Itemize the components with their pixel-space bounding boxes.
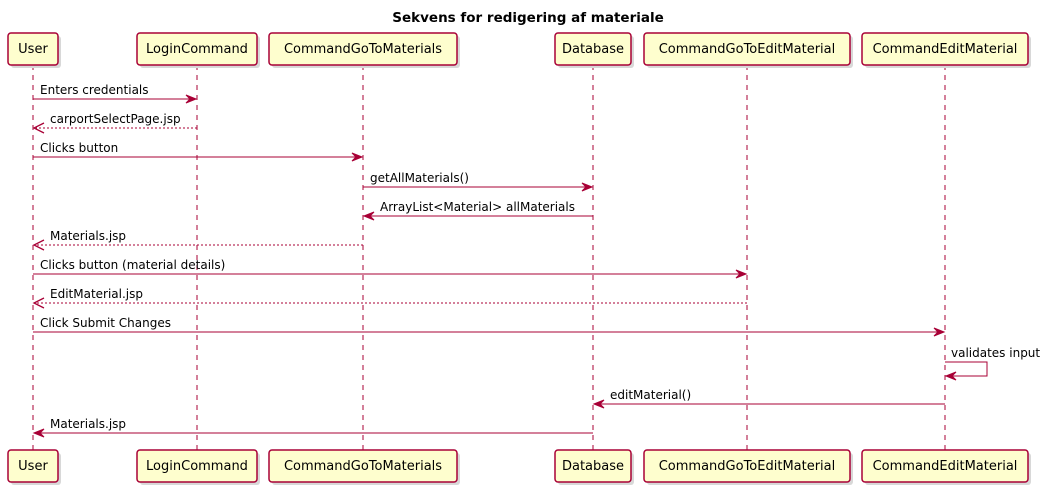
participant-label: LoginCommand xyxy=(146,42,248,57)
participant-label: CommandGoToMaterials xyxy=(284,459,442,474)
message-8: EditMaterial.jsp xyxy=(32,287,747,309)
message-label: Clicks button (material details) xyxy=(40,258,225,272)
message-6: Materials.jsp xyxy=(32,229,363,251)
message-label: Clicks button xyxy=(40,141,118,155)
message-label: ArrayList<Material> allMaterials xyxy=(380,200,575,214)
message-11: editMaterial() xyxy=(592,388,945,409)
participant-box xyxy=(554,32,632,66)
participant-db-top: Database xyxy=(554,32,634,68)
arrow-head xyxy=(32,239,45,251)
participant-box xyxy=(136,32,258,66)
message-label: Materials.jsp xyxy=(50,417,126,431)
message-9: Click Submit Changes xyxy=(33,316,946,337)
participant-label: Database xyxy=(562,459,624,474)
self-message-line xyxy=(945,361,988,377)
message-label: carportSelectPage.jsp xyxy=(50,112,181,126)
participant-box xyxy=(7,32,59,66)
message-2: carportSelectPage.jsp xyxy=(32,112,197,134)
participant-box xyxy=(268,32,458,66)
participants-bottom: User LoginCommand CommandGoToMaterials Data… xyxy=(7,449,1031,485)
arrow-head xyxy=(185,94,198,104)
participant-box xyxy=(7,449,59,483)
message-label: Materials.jsp xyxy=(50,229,126,243)
lifelines xyxy=(32,65,946,450)
message-3: Clicks button xyxy=(33,141,364,162)
participant-gotomat-top: CommandGoToMaterials xyxy=(268,32,460,68)
message-10: validates input xyxy=(944,346,1040,381)
participant-box xyxy=(643,449,851,483)
arrow-head xyxy=(592,399,605,409)
message-label: EditMaterial.jsp xyxy=(50,287,143,301)
messages: Enters credentials carportSelectPage.jspC… xyxy=(32,83,1040,438)
participant-gotoedit-top: CommandGoToEditMaterial xyxy=(643,32,853,68)
participant-label: CommandEditMaterial xyxy=(873,459,1018,474)
message-1: Enters credentials xyxy=(33,83,198,104)
arrow-head xyxy=(32,428,45,438)
participant-box xyxy=(861,449,1029,483)
arrow-head xyxy=(362,211,375,221)
participant-label: User xyxy=(18,459,48,474)
message-label: editMaterial() xyxy=(610,388,691,402)
participant-label: Database xyxy=(562,42,624,57)
participant-label: CommandGoToMaterials xyxy=(284,42,442,57)
participant-user-top: User xyxy=(7,32,61,68)
arrow-head xyxy=(933,327,946,337)
participant-login-bottom: LoginCommand xyxy=(136,449,260,485)
message-12: Materials.jsp xyxy=(32,417,593,438)
participant-gotoedit-bottom: CommandGoToEditMaterial xyxy=(643,449,853,485)
message-7: Clicks button (material details) xyxy=(33,258,748,279)
participant-box xyxy=(136,449,258,483)
participant-login-top: LoginCommand xyxy=(136,32,260,68)
participant-label: User xyxy=(18,42,48,57)
participant-label: CommandEditMaterial xyxy=(873,42,1018,57)
message-5: ArrayList<Material> allMaterials xyxy=(362,200,593,221)
participant-label: LoginCommand xyxy=(146,459,248,474)
participant-edit-top: CommandEditMaterial xyxy=(861,32,1031,68)
participant-box xyxy=(643,32,851,66)
arrow-head xyxy=(581,182,594,192)
arrow-head xyxy=(735,269,748,279)
arrow-head xyxy=(351,152,364,162)
participant-db-bottom: Database xyxy=(554,449,634,485)
participant-box xyxy=(268,449,458,483)
message-4: getAllMaterials() xyxy=(363,171,594,192)
diagram-title: Sekvens for redigering af materiale xyxy=(392,10,664,26)
arrow-head xyxy=(32,122,45,134)
participant-box xyxy=(861,32,1029,66)
arrow-head xyxy=(32,297,45,309)
participant-box xyxy=(554,449,632,483)
message-label: Click Submit Changes xyxy=(40,316,171,330)
participant-label: CommandGoToEditMaterial xyxy=(659,459,836,474)
participant-user-bottom: User xyxy=(7,449,61,485)
message-label: getAllMaterials() xyxy=(370,171,469,185)
arrow-head xyxy=(944,371,957,381)
participant-edit-bottom: CommandEditMaterial xyxy=(861,449,1031,485)
message-label: Enters credentials xyxy=(40,83,149,97)
participants-top: User LoginCommand CommandGoToMaterials Data… xyxy=(7,32,1031,68)
participant-label: CommandGoToEditMaterial xyxy=(659,42,836,57)
participant-gotomat-bottom: CommandGoToMaterials xyxy=(268,449,460,485)
message-label: validates input xyxy=(951,346,1040,360)
